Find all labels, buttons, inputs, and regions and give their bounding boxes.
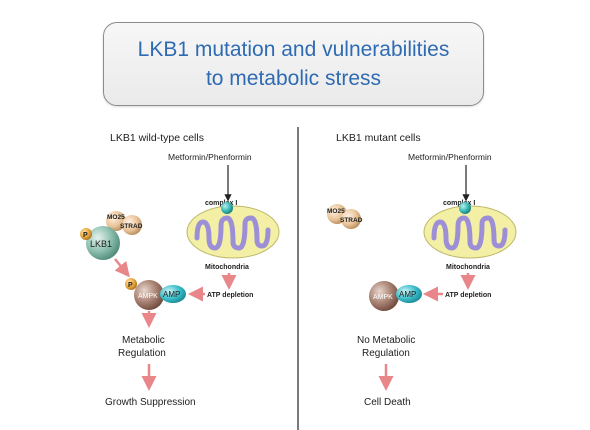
left-complex-label: complex I	[205, 200, 237, 207]
left-complex-i	[221, 202, 233, 214]
right-mitochondria-label: Mitochondria	[446, 264, 490, 271]
right-drug-label: Metformin/Phenformin	[408, 152, 492, 162]
left-amp-node	[160, 285, 186, 303]
right-complex-i	[459, 202, 471, 214]
right-mo25-label: MO25	[327, 208, 345, 215]
left-amp-label: AMP	[163, 290, 180, 299]
title-line-2: to metabolic stress	[205, 67, 382, 90]
left-heading: LKB1 wild-type cells	[110, 132, 204, 144]
right-amp-node	[396, 285, 422, 303]
left-strad-label: STRAD	[120, 223, 143, 230]
left-atp-label: ATP depletion	[207, 292, 253, 299]
right-outcome: Cell Death	[364, 397, 411, 408]
right-amp-label: AMP	[399, 290, 416, 299]
left-lkb1-phospho	[80, 228, 92, 240]
left-regulation-line1: Metabolic	[122, 335, 165, 346]
right-mitochondrion	[423, 205, 517, 259]
left-lkb1-label: LKB1	[90, 239, 112, 249]
right-cristae	[431, 215, 508, 251]
right-heading: LKB1 mutant cells	[336, 132, 421, 144]
right-complex-label: complex I	[443, 200, 475, 207]
right-strad-label: STRAD	[340, 217, 363, 224]
right-ampk-label: AMPK	[373, 294, 393, 301]
left-regulation-line2: Regulation	[118, 348, 166, 359]
left-drug-label: Metformin/Phenformin	[168, 152, 252, 162]
left-mo25-node	[106, 211, 126, 231]
left-strad-node	[122, 215, 142, 235]
left-lkb1-node	[86, 226, 120, 260]
left-lkb1-arrow	[114, 258, 130, 278]
right-ampk-node	[369, 281, 399, 311]
left-ampk-node	[134, 280, 164, 310]
left-lkb1-p-label: P	[83, 232, 88, 239]
right-strad-node	[341, 209, 361, 229]
right-regulation-line2: Regulation	[362, 348, 410, 359]
title-box: LKB1 mutation and vulnerabilities to met…	[103, 22, 484, 106]
left-mitochondrion	[186, 205, 280, 259]
left-ampk-label: AMPK	[138, 293, 158, 300]
left-mo25-label: MO25	[107, 214, 125, 221]
left-ampk-p-label: P	[128, 282, 133, 289]
left-outcome: Growth Suppression	[105, 397, 196, 408]
left-cristae	[194, 215, 271, 251]
right-atp-label: ATP depletion	[445, 292, 491, 299]
left-mitochondria-label: Mitochondria	[205, 264, 249, 271]
right-regulation-line1: No Metabolic	[357, 335, 415, 346]
title-line-1: LKB1 mutation and vulnerabilities	[137, 38, 450, 61]
left-ampk-phospho	[125, 278, 137, 290]
